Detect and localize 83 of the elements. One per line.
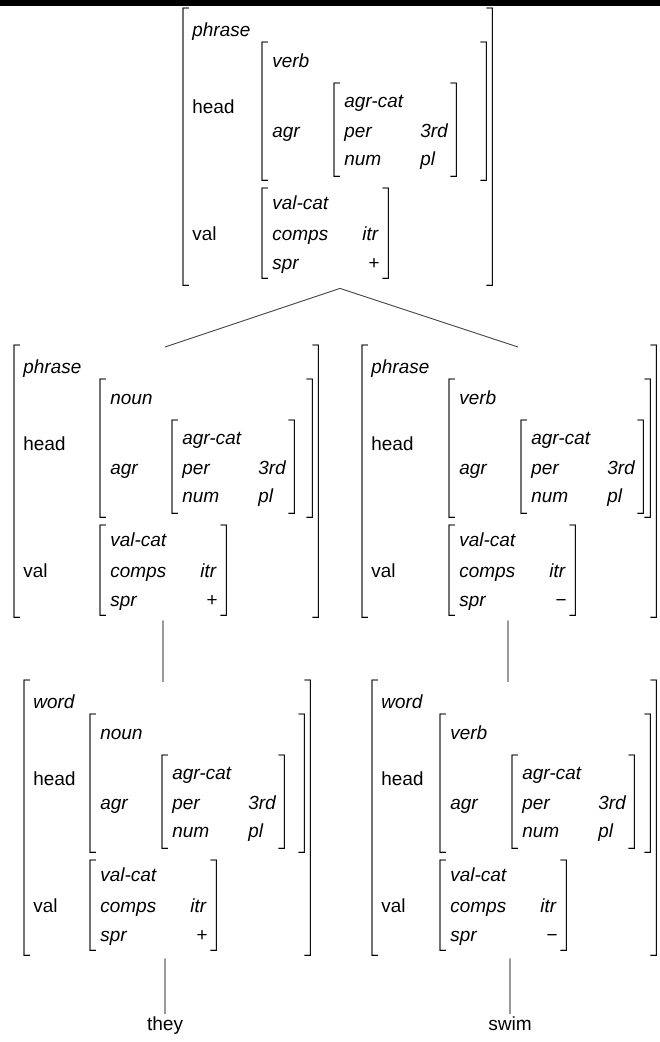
type-label: val-cat	[111, 532, 167, 547]
feature-label: val	[23, 563, 47, 578]
word-label: they	[147, 1016, 183, 1034]
feature-label: per	[343, 126, 373, 141]
feature-value: itr	[362, 226, 379, 241]
feature-label: per	[171, 798, 201, 813]
type-label: word	[382, 694, 423, 709]
feature-label: num	[522, 826, 559, 838]
feature-value: itr	[540, 898, 557, 913]
feature-label: agr	[100, 798, 129, 813]
feature-label: num	[344, 154, 381, 166]
feature-label: comps	[110, 566, 166, 581]
type-label: val-cat	[451, 867, 507, 882]
tree-branch	[164, 958, 166, 1015]
feature-label: comps	[450, 901, 506, 916]
type-label: verb	[273, 53, 309, 68]
type-label: noun	[100, 728, 142, 740]
feature-label: spr	[110, 595, 138, 610]
tree-branch	[162, 620, 164, 683]
feature-label: num	[531, 491, 568, 503]
feature-label: val	[371, 563, 395, 578]
type-label: agr-cat	[182, 431, 242, 448]
feature-value: pl	[597, 823, 614, 841]
type-label: verb	[460, 390, 496, 405]
type-label: verb	[451, 725, 487, 740]
feature-label: per	[181, 463, 211, 478]
tree-branch	[164, 288, 341, 348]
feature-label: head	[34, 771, 75, 786]
feature-value: 3rd	[420, 123, 449, 138]
type-label: phrase	[22, 359, 81, 377]
type-label: noun	[110, 393, 152, 405]
feature-value: pl	[257, 488, 274, 506]
feature-label: head	[382, 771, 423, 786]
type-label: agr-cat	[172, 766, 232, 783]
feature-value: pl	[606, 488, 623, 506]
feature-label: agr	[459, 463, 488, 478]
feature-value: itr	[549, 563, 566, 578]
feature-value: itr	[190, 898, 207, 913]
type-label: val-cat	[101, 867, 157, 882]
type-label: val-cat	[273, 195, 329, 210]
feature-label: comps	[272, 229, 328, 244]
feature-value: +	[197, 930, 207, 940]
feature-label: comps	[100, 901, 156, 916]
feature-value: pl	[247, 823, 264, 841]
feature-value: +	[207, 595, 217, 605]
feature-label: val	[192, 226, 216, 241]
feature-label: num	[172, 826, 209, 838]
type-label: word	[34, 694, 75, 709]
type-label: agr-cat	[531, 431, 591, 448]
feature-label: per	[521, 798, 551, 813]
feature-label: num	[182, 491, 219, 503]
feature-label: agr	[272, 126, 301, 141]
feature-label: spr	[100, 930, 128, 945]
type-label: agr-cat	[522, 766, 582, 783]
type-label: phrase	[370, 359, 429, 377]
feature-label: per	[530, 463, 560, 478]
feature-label: spr	[459, 595, 487, 610]
type-label: val-cat	[460, 532, 516, 547]
type-label: agr-cat	[344, 94, 404, 111]
feature-label: comps	[459, 566, 515, 581]
feature-label: agr	[110, 463, 139, 478]
feature-label: agr	[450, 798, 479, 813]
feature-label: head	[372, 436, 413, 451]
feature-value: 3rd	[607, 460, 636, 475]
feature-value: −	[556, 599, 566, 601]
feature-value: 3rd	[598, 795, 627, 810]
feature-value: 3rd	[258, 460, 287, 475]
feature-value: +	[369, 258, 379, 268]
word-label: swim	[488, 1016, 531, 1031]
feature-label: head	[193, 99, 234, 114]
feature-label: spr	[450, 930, 478, 945]
type-label: phrase	[191, 22, 250, 40]
feature-value: itr	[200, 563, 217, 578]
feature-value: pl	[419, 151, 436, 169]
feature-value: 3rd	[248, 795, 277, 810]
tree-branch	[509, 958, 511, 1015]
feature-label: val	[33, 898, 57, 913]
feature-label: spr	[272, 258, 300, 273]
feature-label: val	[381, 898, 405, 913]
feature-label: head	[24, 436, 65, 451]
tree-branch	[339, 288, 519, 348]
tree-branch	[507, 620, 509, 683]
feature-value: −	[547, 934, 557, 936]
